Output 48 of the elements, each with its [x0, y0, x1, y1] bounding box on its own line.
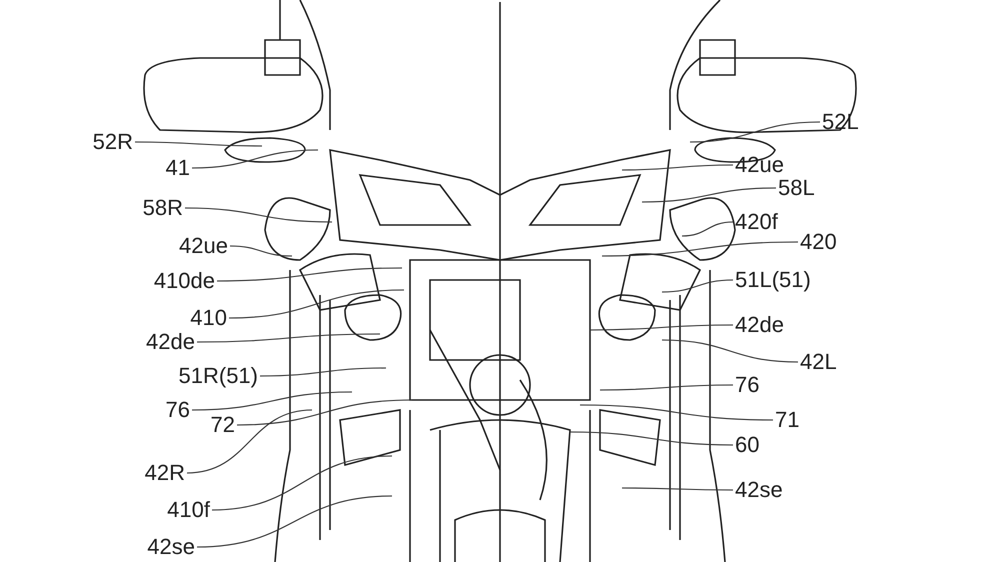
callout-number: 41	[166, 156, 190, 180]
leader-line	[217, 267, 402, 282]
leader-line	[580, 404, 773, 421]
callout-number: 42se	[147, 535, 195, 559]
callout-number: 410	[190, 306, 227, 330]
callout-number: 410de	[154, 269, 215, 293]
callout-number: 420f	[735, 210, 778, 234]
leader-line	[192, 391, 352, 411]
leader-line	[602, 241, 798, 257]
callout-number: 42se	[735, 478, 783, 502]
leader-line	[135, 141, 262, 147]
leader-line	[570, 431, 733, 446]
callout-number: 71	[775, 408, 800, 432]
callout-number: 42de	[146, 330, 195, 354]
leader-line	[600, 384, 733, 391]
leader-line	[196, 495, 392, 548]
leader-line	[622, 487, 733, 491]
callout-number: 60	[735, 433, 760, 457]
leader-line	[236, 399, 412, 426]
leader-line	[590, 324, 733, 331]
leader-line	[230, 245, 292, 257]
callout-number: 42L	[800, 350, 837, 374]
callout-number: 410f	[167, 498, 210, 522]
leader-line	[642, 187, 776, 203]
callout-number: 52R	[92, 130, 133, 154]
leader-line	[186, 409, 312, 474]
leader-line	[260, 367, 386, 377]
leader-line	[228, 289, 404, 319]
callout-number: 42ue	[179, 234, 228, 258]
leader-line	[192, 149, 318, 169]
callout-number: 76	[735, 373, 760, 397]
callout-number: 51R(51)	[178, 364, 258, 388]
callout-number: 42R	[144, 461, 185, 485]
leader-line	[690, 121, 820, 143]
callout-number: 42de	[735, 313, 784, 337]
callout-number: 72	[210, 413, 235, 437]
callout-number: 51L(51)	[735, 268, 811, 292]
leader-line	[622, 164, 733, 171]
callout-number: 420	[800, 230, 837, 254]
callout-number: 58L	[778, 176, 815, 200]
callout-number: 76	[166, 398, 190, 422]
leader-line	[662, 339, 798, 363]
leader-line	[197, 333, 380, 343]
leader-line	[185, 207, 332, 223]
leader-line	[662, 279, 734, 293]
callout-number: 58R	[142, 196, 183, 220]
callout-number: 42ue	[735, 153, 784, 177]
leader-line	[212, 455, 392, 511]
